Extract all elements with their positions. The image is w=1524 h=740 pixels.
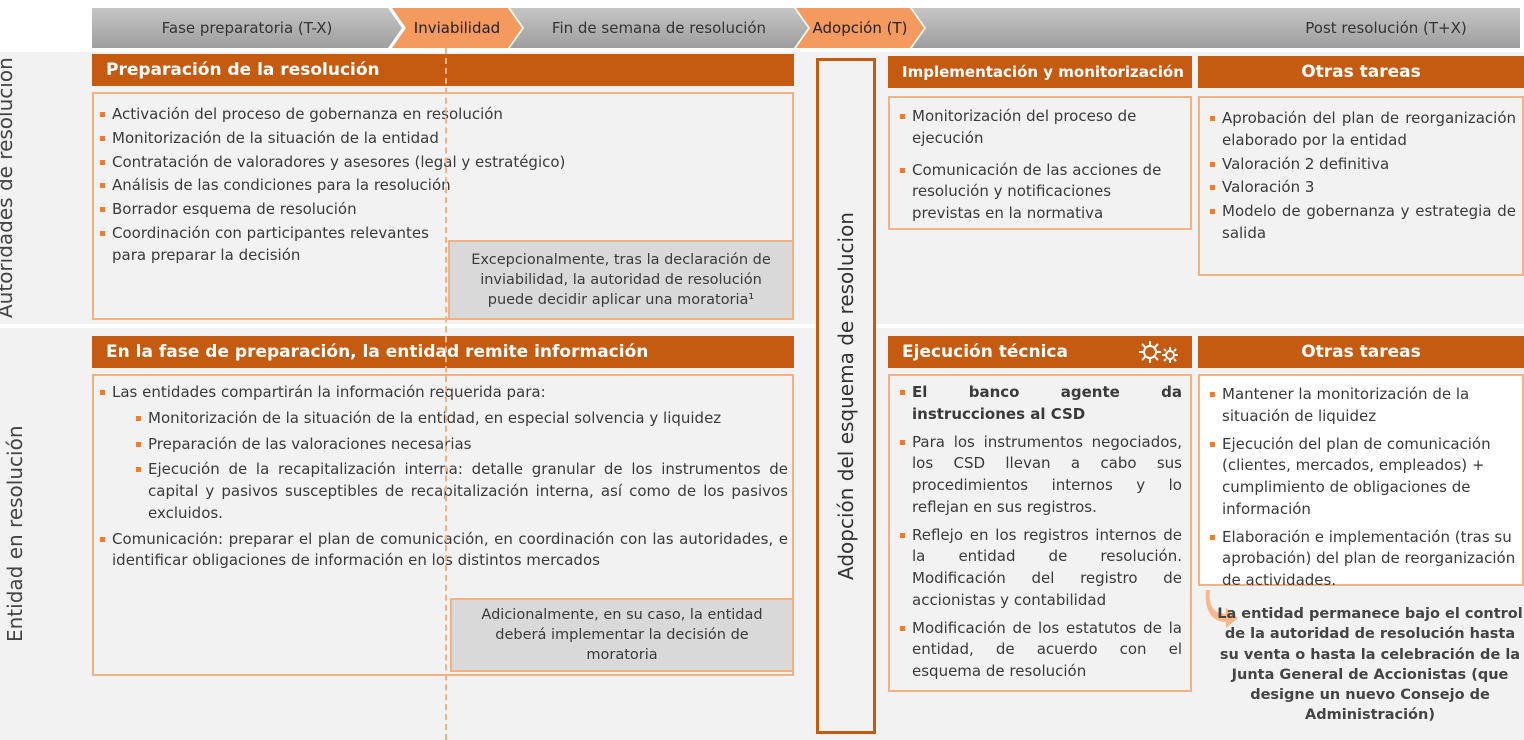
phase-label: Adopción (T) — [812, 19, 908, 37]
list-item: Las entidades compartirán la información… — [98, 382, 788, 404]
phase-post-resolucion: Post resolución (T+X) — [912, 8, 1520, 48]
list-item: Monitorización de la situación de la ent… — [98, 408, 788, 430]
phase-inviabilidad: Inviabilidad — [392, 8, 522, 48]
list-item: Ejecución del plan de comunicación (clie… — [1208, 434, 1516, 521]
curved-arrow-icon — [1204, 588, 1240, 632]
phase-preparatoria: Fase preparatoria (T-X) — [92, 8, 402, 48]
adopcion-esquema-bar: Adopción del esquema de resolucion — [816, 58, 876, 734]
other-top-box: Aprobación del plan de reorganización el… — [1198, 96, 1524, 276]
impl-header: Implementación y monitorización — [888, 56, 1192, 88]
adopcion-esquema-label: Adopción del esquema de resolucion — [834, 212, 858, 580]
row-label-entidad: Entidad en resolución — [3, 328, 86, 740]
other-bottom-list: Mantener la monitorización de la situaci… — [1200, 376, 1522, 592]
exec-title: Ejecución técnica — [902, 342, 1068, 362]
list-item: Valoración 3 — [1208, 177, 1516, 199]
other-top-header: Otras tareas — [1198, 56, 1524, 88]
info-list: Las entidades compartirán la información… — [94, 376, 792, 572]
phase-label: Fin de semana de resolución — [551, 19, 767, 37]
phase-label: Inviabilidad — [413, 19, 501, 37]
list-item: Ejecución de la recapitalización interna… — [98, 459, 788, 524]
exec-header: Ejecución técnica — [888, 336, 1192, 368]
list-item: Análisis de las condiciones para la reso… — [98, 175, 788, 197]
list-item: El banco agente da instrucciones al CSD — [898, 382, 1182, 426]
final-note: La entidad permanece bajo el control de … — [1216, 604, 1524, 726]
list-item: Valoración 2 definitiva — [1208, 154, 1516, 176]
list-item: Borrador esquema de resolución — [98, 199, 788, 221]
phase-fin-de-semana: Fin de semana de resolución — [510, 8, 808, 48]
list-item: Preparación de las valoraciones necesari… — [98, 434, 788, 456]
exec-box: El banco agente da instrucciones al CSD P… — [888, 374, 1192, 692]
other-top-list: Aprobación del plan de reorganización el… — [1200, 98, 1522, 245]
final-note-text: La entidad permanece bajo el control de … — [1217, 606, 1523, 724]
list-item: Coordinación con participantes relevante… — [98, 223, 448, 267]
phase-adopcion: Adopción (T) — [796, 8, 924, 48]
list-item: Para los instrumentos negociados, los CS… — [898, 432, 1182, 519]
list-item: Comunicación de las acciones de resoluci… — [898, 160, 1182, 225]
list-item: Monitorización de la situación de la ent… — [98, 128, 788, 150]
info-note-text: Adicionalmente, en su caso, la entidad d… — [481, 606, 763, 664]
list-item: Monitorización del proceso de ejecución — [898, 106, 1182, 150]
row-label-autoridades: Autoridades de resolución — [0, 52, 86, 324]
gears-icon — [1134, 338, 1182, 371]
phase-label: Fase preparatoria (T-X) — [161, 19, 333, 37]
other-bottom-box: Mantener la monitorización de la situaci… — [1198, 374, 1524, 589]
info-note: Adicionalmente, en su caso, la entidad d… — [450, 598, 794, 672]
impl-title: Implementación y monitorización — [902, 63, 1184, 81]
prep-header: Preparación de la resolución — [92, 54, 794, 86]
list-item: Elaboración e implementación (tras su ap… — [1208, 527, 1516, 592]
other-top-title: Otras tareas — [1301, 62, 1421, 82]
prep-note: Excepcionalmente, tras la declaración de… — [448, 240, 794, 320]
list-item: Reflejo en los registros internos de la … — [898, 525, 1182, 612]
prep-list: Activación del proceso de gobernanza en … — [94, 94, 792, 266]
list-item: Mantener la monitorización de la situaci… — [1208, 384, 1516, 428]
prep-note-text: Excepcionalmente, tras la declaración de… — [471, 251, 771, 309]
list-item: Activación del proceso de gobernanza en … — [98, 104, 788, 126]
list-item: Contratación de valoradores y asesores (… — [98, 152, 788, 174]
info-title: En la fase de preparación, la entidad re… — [106, 342, 649, 362]
list-item: Aprobación del plan de reorganización el… — [1208, 108, 1516, 152]
phase-label: Post resolución (T+X) — [1305, 19, 1467, 37]
prep-title: Preparación de la resolución — [106, 60, 380, 80]
other-bottom-header: Otras tareas — [1198, 336, 1524, 368]
exec-list: El banco agente da instrucciones al CSD P… — [890, 376, 1190, 683]
inviabilidad-divider — [445, 48, 447, 740]
list-item: Modelo de gobernanza y estrategia de sal… — [1208, 201, 1516, 245]
info-header: En la fase de preparación, la entidad re… — [92, 336, 794, 368]
list-item: Comunicación: preparar el plan de comuni… — [98, 529, 788, 573]
list-item: Modificación de los estatutos de la enti… — [898, 618, 1182, 683]
other-bottom-title: Otras tareas — [1301, 342, 1421, 362]
